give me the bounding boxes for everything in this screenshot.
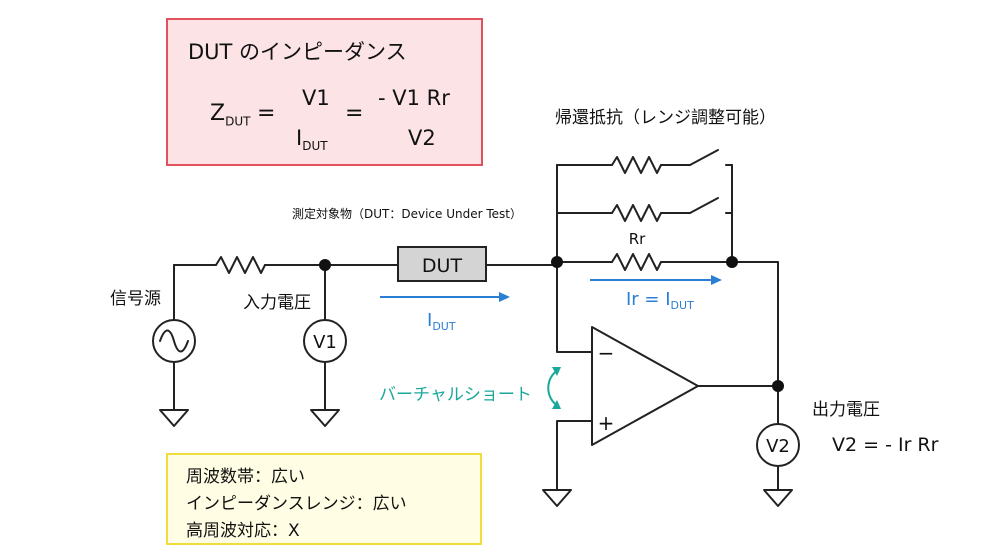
resistor-input [215,256,266,274]
idut-arrow-head [499,292,510,302]
resistor-feedback-1 [611,156,662,174]
opamp-minus-sign: − [598,341,615,365]
formula-denominator-1: IDUT [296,126,328,153]
formula-numerator-2: - V1 Rr [378,86,450,110]
dut-caption: 測定対象物（DUT：Device Under Test） [292,206,522,221]
formula-title: DUT のインピーダンス [188,40,407,64]
resistor-rr [611,253,662,271]
formula-equals-2: = [345,101,364,126]
resistor-feedback-2 [611,204,662,222]
formula-equals-1: = [257,101,276,126]
switch-2 [689,197,719,214]
source-label: 信号源 [110,289,161,309]
characteristics-box [166,453,482,545]
junction-dot-minus [551,256,563,268]
switch-1 [689,149,719,166]
ground-opamp [542,489,572,507]
ground-source [159,409,189,427]
formula-denominator-1-symbol: I [296,126,303,150]
feedback-resistor-label: 帰還抵抗（レンジ調整可能） [555,108,776,128]
notes-line-2: インピーダンスレンジ：広い [186,494,407,514]
ir-arrow-head [711,275,722,285]
wire-opamp-plus [556,420,593,491]
v2-label: V2 [766,436,790,457]
rr-label: Rr [629,230,646,248]
ir-subscript: DUT [671,299,695,312]
virtual-short-arrow-head-top [552,367,561,376]
v2-equation: V2 = - Ir Rr [832,434,939,456]
output-voltage-label: 出力電圧 [812,400,880,420]
virtual-short-arrow-head-bottom [552,400,561,409]
wire-rr-right [660,261,779,386]
opamp-triangle [591,326,699,446]
ground-v2 [763,489,793,507]
v2-meter-circle [756,423,800,467]
v1-meter-circle [303,319,347,363]
virtual-short-label: バーチャルショート [379,385,532,405]
formula-numerator-1: V1 [302,86,330,110]
wire-opamp-minus [556,261,593,353]
junction-dot-input [319,259,331,271]
signal-source-circle [152,319,196,363]
ground-v1 [310,409,340,427]
dut-box [397,246,487,282]
input-voltage-label: 入力電圧 [243,293,311,313]
ir-symbol: Ir = I [626,289,671,310]
v1-label: V1 [313,332,337,353]
formula-z-symbol: Z [210,101,226,126]
formula-denominator-1-subscript: DUT [302,139,328,154]
formula-z-subscript: DUT [225,114,251,129]
sine-wave-icon [159,329,189,353]
idut-symbol: I [427,310,432,331]
notes-line-1: 周波数帯：広い [186,467,305,487]
idut-subscript: DUT [432,320,456,333]
virtual-short-arrow [547,369,559,407]
dut-label: DUT [422,255,463,277]
junction-dot-output [772,380,784,392]
notes-line-3: 高周波対応：X [186,521,300,541]
formula-denominator-2: V2 [408,126,436,150]
opamp-plus-sign: + [598,411,615,435]
junction-dot-feedback [726,256,738,268]
ir-label: Ir = IDUT [626,289,694,312]
formula-z: ZDUT [210,101,250,128]
impedance-formula-box [166,18,483,166]
idut-label: IDUT [427,310,456,333]
